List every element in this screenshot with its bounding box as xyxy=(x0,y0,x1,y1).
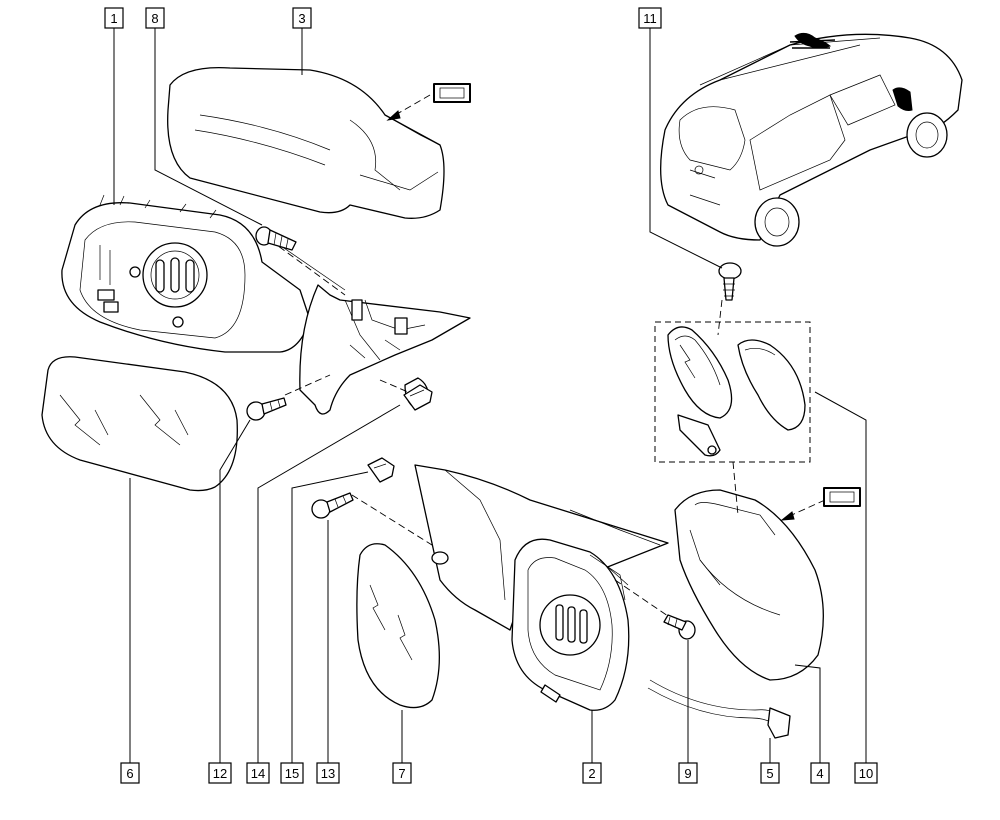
callout-3: 3 xyxy=(292,7,312,29)
callout-7-label: 7 xyxy=(398,766,405,781)
callout-1-label: 1 xyxy=(110,11,117,26)
car-illustration xyxy=(660,32,963,247)
callout-2-label: 2 xyxy=(588,766,595,781)
mirror-motor-illustration xyxy=(511,538,630,711)
callout-7: 7 xyxy=(392,762,412,784)
callout-9: 9 xyxy=(678,762,698,784)
callout-11: 11 xyxy=(638,7,662,29)
cable-harness-illustration xyxy=(647,679,791,739)
callout-3-label: 3 xyxy=(298,11,305,26)
clip-illustration xyxy=(403,384,433,411)
clip-illustration xyxy=(367,457,395,483)
screw-illustration xyxy=(614,579,696,640)
callout-8-label: 8 xyxy=(151,11,158,26)
callout-15: 15 xyxy=(280,762,304,784)
callout-4: 4 xyxy=(810,762,830,784)
mirror-glass-illustration xyxy=(356,543,440,709)
callout-14-label: 14 xyxy=(251,766,265,781)
mirror-housing-illustration xyxy=(61,194,311,353)
callout-8: 8 xyxy=(145,7,165,29)
screw-illustration xyxy=(311,492,441,551)
callout-5: 5 xyxy=(760,762,780,784)
callout-6-label: 6 xyxy=(126,766,133,781)
screw-illustration xyxy=(246,397,287,421)
screw-illustration xyxy=(255,226,297,251)
callout-2: 2 xyxy=(582,762,602,784)
callout-6: 6 xyxy=(120,762,140,784)
screw-illustration xyxy=(718,262,742,301)
callout-13-label: 13 xyxy=(321,766,335,781)
callout-11-label: 11 xyxy=(643,11,657,26)
callout-5-label: 5 xyxy=(766,766,773,781)
mirror-cover-illustration xyxy=(674,489,824,681)
callout-9-label: 9 xyxy=(684,766,691,781)
callout-15-label: 15 xyxy=(285,766,299,781)
callout-12-label: 12 xyxy=(213,766,227,781)
detail-box-illustration xyxy=(654,299,811,516)
leader-lines xyxy=(113,28,867,763)
reference-tag-arrow xyxy=(780,487,861,521)
callout-13: 13 xyxy=(316,762,340,784)
callout-10-label: 10 xyxy=(859,766,873,781)
callout-14: 14 xyxy=(246,762,270,784)
callout-10: 10 xyxy=(854,762,878,784)
reference-tag-arrow xyxy=(386,83,471,121)
mirror-cover-illustration xyxy=(167,66,445,219)
mirror-glass-illustration xyxy=(41,356,238,492)
callout-1: 1 xyxy=(104,7,124,29)
callout-4-label: 4 xyxy=(816,766,823,781)
callout-12: 12 xyxy=(208,762,232,784)
